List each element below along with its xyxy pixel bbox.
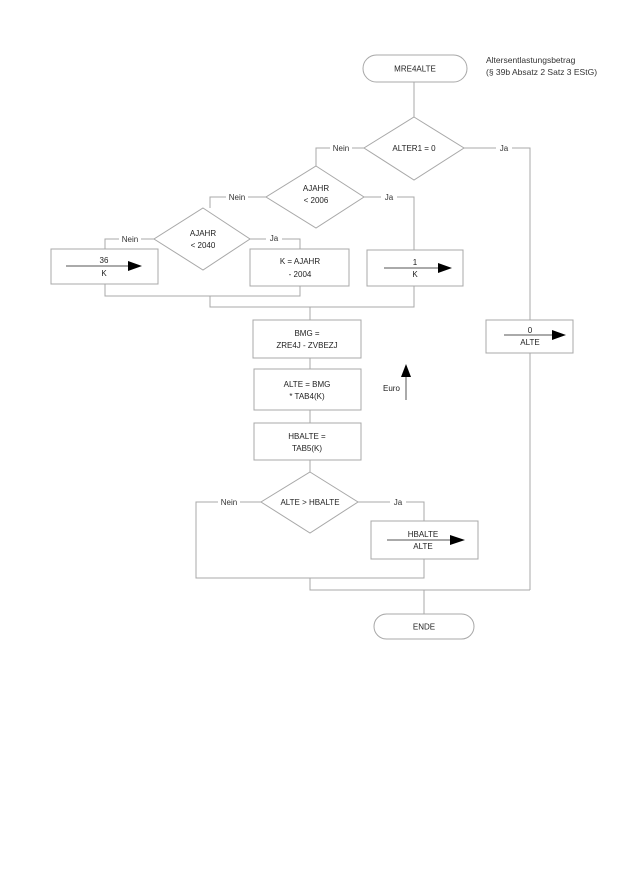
- arrow-up-icon: [401, 364, 411, 377]
- assign-alte-hbalte: HBALTE ALTE: [370, 520, 479, 560]
- decision-alte-hbalte-no: Nein: [221, 498, 237, 507]
- assign-k-1: 1 K: [366, 249, 464, 287]
- process-bmg-line1: BMG =: [294, 329, 319, 338]
- end-label: ENDE: [413, 623, 435, 632]
- assign-alte-0-value: 0: [528, 326, 533, 335]
- assign-alte-hbalte-target: ALTE: [413, 542, 432, 551]
- arrow-right-icon: [552, 330, 566, 340]
- start-label: MRE4ALTE: [394, 65, 436, 74]
- decision-ajahr-2040-no: Nein: [122, 235, 138, 244]
- end-terminal: ENDE: [373, 613, 475, 640]
- process-alte-line1: ALTE = BMG: [284, 380, 331, 389]
- assign-k-36-target: K: [101, 269, 107, 278]
- decision-alter1-text: ALTER1 = 0: [392, 144, 436, 153]
- decision-ajahr-2006-yes: Ja: [385, 193, 394, 202]
- title-note: Altersentlastungsbetrag (§ 39b Absatz 2 …: [486, 55, 597, 77]
- process-k-calc-line1: K = AJAHR: [280, 257, 320, 266]
- decision-alter1: ALTER1 = 0 Ja Nein: [330, 116, 512, 181]
- rounding-indicator: Euro: [383, 364, 411, 400]
- note-line2: (§ 39b Absatz 2 Satz 3 EStG): [486, 67, 597, 77]
- decision-ajahr-2006-no: Nein: [229, 193, 245, 202]
- process-hbalte: HBALTE = TAB5(K): [253, 422, 362, 461]
- process-bmg: BMG = ZRE4J - ZVBEZJ: [252, 319, 362, 359]
- decision-ajahr-2006-line1: AJAHR: [303, 184, 329, 193]
- decision-alte-hbalte-text: ALTE > HBALTE: [280, 498, 339, 507]
- assign-alte-0: 0 ALTE: [485, 319, 574, 354]
- process-hbalte-line1: HBALTE =: [288, 432, 326, 441]
- assign-k-36: 36 K: [50, 248, 159, 285]
- assign-k-1-value: 1: [413, 258, 418, 267]
- process-alte-line2: * TAB4(K): [289, 392, 325, 401]
- process-hbalte-line2: TAB5(K): [292, 444, 322, 453]
- decision-ajahr-2006: AJAHR < 2006 Ja Nein: [226, 165, 397, 229]
- assign-k-36-value: 36: [100, 256, 109, 265]
- assign-k-1-target: K: [412, 270, 418, 279]
- decision-ajahr-2040-line1: AJAHR: [190, 229, 216, 238]
- assign-alte-hbalte-value: HBALTE: [408, 530, 439, 539]
- process-k-calc: K = AJAHR - 2004: [249, 248, 350, 287]
- decision-alte-hbalte: ALTE > HBALTE Ja Nein: [218, 471, 406, 534]
- arrow-right-icon: [450, 535, 465, 545]
- decision-ajahr-2040-line2: < 2040: [191, 241, 216, 250]
- arrow-right-icon: [128, 261, 142, 271]
- decision-ajahr-2040: AJAHR < 2040 Ja Nein: [119, 207, 282, 271]
- start-terminal: MRE4ALTE: [362, 54, 468, 83]
- decision-alter1-no: Nein: [333, 144, 349, 153]
- decision-ajahr-2040-yes: Ja: [270, 234, 279, 243]
- decision-alte-hbalte-yes: Ja: [394, 498, 403, 507]
- assign-alte-0-target: ALTE: [520, 338, 539, 347]
- process-alte: ALTE = BMG * TAB4(K): [253, 368, 362, 411]
- decision-alter1-yes: Ja: [500, 144, 509, 153]
- rounding-label: Euro: [383, 384, 400, 393]
- note-line1: Altersentlastungsbetrag: [486, 55, 576, 65]
- arrow-right-icon: [438, 263, 452, 273]
- process-bmg-line2: ZRE4J - ZVBEZJ: [276, 341, 337, 350]
- process-k-calc-line2: - 2004: [289, 270, 312, 279]
- decision-ajahr-2006-line2: < 2006: [304, 196, 329, 205]
